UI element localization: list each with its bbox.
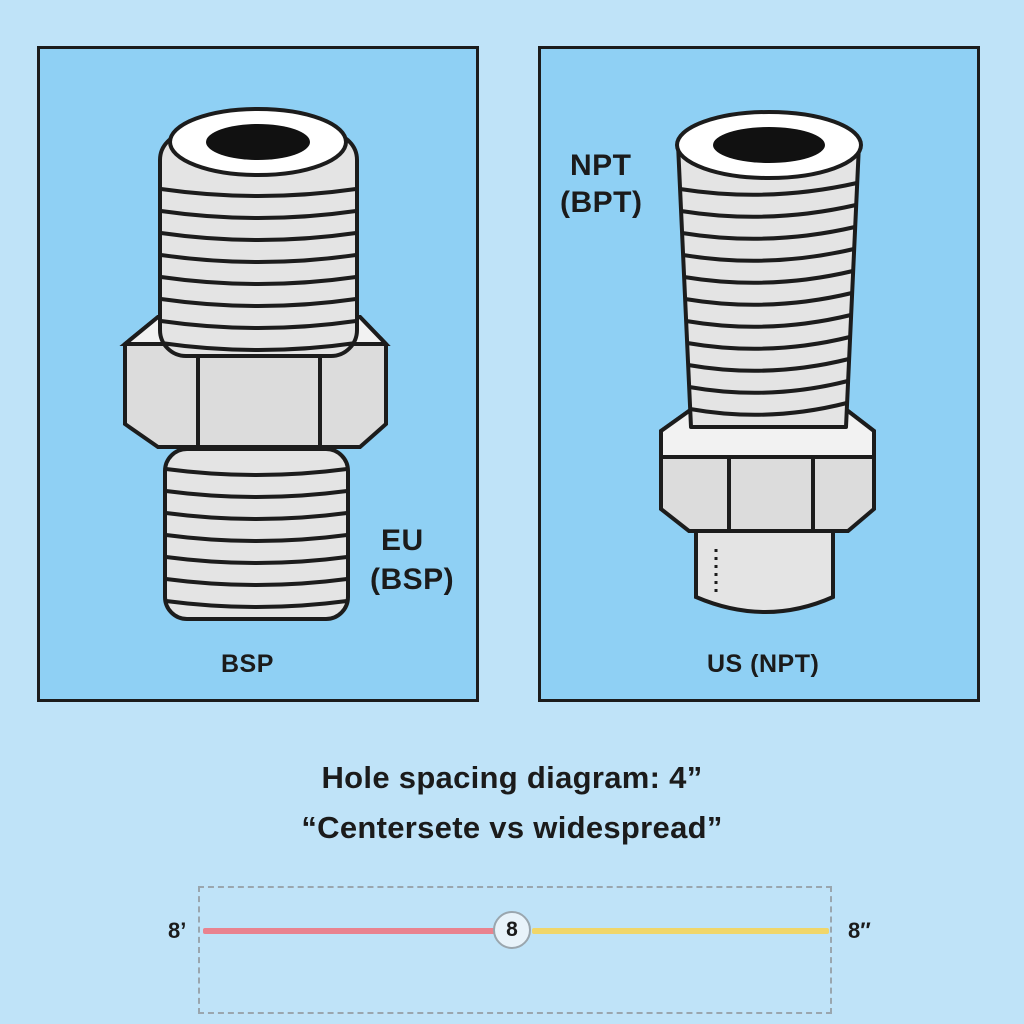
npt-tapered-thread — [675, 110, 863, 429]
scale-frame — [198, 886, 832, 1014]
bsp-fitting-icon — [119, 107, 391, 621]
bsp-lower-thread — [163, 447, 350, 621]
scale-left-label: 8’ — [168, 918, 187, 943]
npt-top-label-line1: NPT — [570, 149, 632, 182]
npt-bottom-label: US (NPT) — [707, 650, 820, 678]
scale-right-label: 8″ — [848, 918, 871, 943]
bsp-upper-thread — [158, 107, 359, 358]
scale-left-segment — [203, 928, 495, 934]
scale-center-marker: 8 — [493, 911, 531, 949]
npt-panel: NPT (BPT) US (NPT) — [538, 46, 980, 702]
npt-bottom-collar — [694, 517, 835, 614]
bsp-panel: EU (BSP) BSP — [37, 46, 479, 702]
caption-line1: Hole spacing diagram: 4” — [321, 760, 703, 795]
bsp-side-label-line2: (BSP) — [370, 563, 455, 596]
bsp-side-label-line1: EU — [381, 524, 424, 557]
npt-top-label-line2: (BPT) — [560, 186, 643, 219]
caption-line2: “Centersete vs widespread” — [301, 810, 723, 845]
npt-fitting-icon — [659, 110, 876, 614]
scale-right-segment — [532, 928, 829, 934]
bsp-bottom-label: BSP — [221, 650, 274, 678]
